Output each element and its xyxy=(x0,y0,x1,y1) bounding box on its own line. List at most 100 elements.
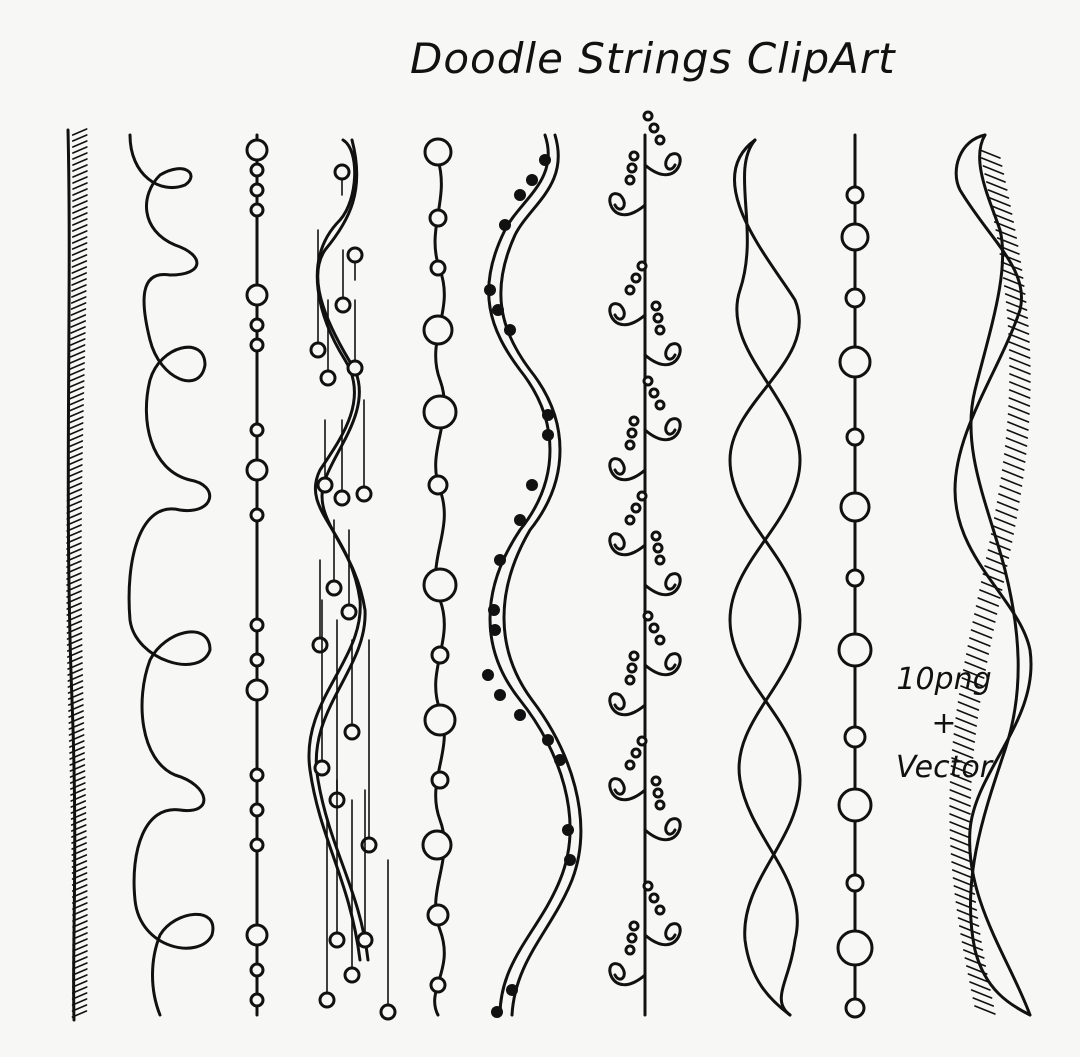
bead xyxy=(249,802,265,818)
hatch-line xyxy=(1005,301,1028,311)
hatch-line xyxy=(67,452,83,460)
hatch-line xyxy=(967,645,990,655)
hatch-line xyxy=(68,728,85,736)
hatch-line xyxy=(990,533,1013,543)
hatch-line xyxy=(71,254,88,262)
hatch-line xyxy=(960,933,982,943)
hatch-line xyxy=(69,764,86,772)
hatch-line xyxy=(71,986,88,994)
hatch-line xyxy=(72,908,88,916)
drop-circle xyxy=(346,246,364,264)
hatch-line xyxy=(992,213,1015,223)
hatch-line xyxy=(72,974,88,982)
hatch-line xyxy=(963,949,985,959)
hatch-line xyxy=(67,446,84,454)
hatch-line xyxy=(956,709,979,719)
hatch-line xyxy=(66,506,83,514)
hatch-line xyxy=(1007,413,1030,423)
hatch-line xyxy=(72,206,88,214)
dot xyxy=(506,984,518,996)
curl-dot xyxy=(648,387,660,399)
drop-circle xyxy=(355,485,373,503)
curl-dot xyxy=(628,650,640,662)
hatch-line xyxy=(71,290,87,298)
dot xyxy=(494,554,506,566)
curl-dot xyxy=(636,260,648,272)
hatch-line xyxy=(72,224,88,232)
badge-line-vector: Vector xyxy=(895,750,993,785)
hatch-line xyxy=(66,644,83,652)
hatch-line xyxy=(972,997,995,1007)
hatch-line xyxy=(66,482,83,490)
hatch-line xyxy=(67,464,83,472)
dot xyxy=(514,514,526,526)
hatch-line xyxy=(957,917,980,927)
curl xyxy=(608,692,647,717)
doodle-string-loops xyxy=(127,133,215,1017)
bead xyxy=(837,787,873,823)
curl-dot xyxy=(652,542,664,554)
bead xyxy=(245,283,269,307)
hatch-line xyxy=(72,176,88,184)
dot xyxy=(526,479,538,491)
hatch-line xyxy=(1001,469,1024,479)
doodle-string-twisted xyxy=(728,138,802,1017)
hatch-line xyxy=(975,605,998,615)
bead xyxy=(245,138,269,162)
hatch-line xyxy=(69,740,85,748)
bead xyxy=(249,422,265,438)
hatch-line xyxy=(72,962,88,970)
dot xyxy=(542,734,554,746)
hatch-line xyxy=(72,902,88,910)
hatch-line xyxy=(69,350,86,358)
hatch-line xyxy=(72,188,88,196)
hatch-line xyxy=(72,212,88,220)
hatch-line xyxy=(72,914,88,922)
hatch-line xyxy=(995,509,1017,519)
hatch-line xyxy=(949,797,971,807)
hatch-line xyxy=(71,1010,88,1018)
bead xyxy=(426,903,450,927)
hatch-line xyxy=(66,584,82,592)
bead xyxy=(422,567,458,603)
bead xyxy=(836,929,874,967)
hatch-line xyxy=(70,782,86,790)
bead xyxy=(249,162,265,178)
hatch-line xyxy=(958,693,981,703)
curl-dot xyxy=(650,530,662,542)
hatch-line xyxy=(998,245,1020,255)
hatch-line xyxy=(1008,341,1031,351)
dot xyxy=(564,854,576,866)
hatch-line xyxy=(71,236,88,244)
dot xyxy=(488,604,500,616)
hatch-line xyxy=(72,896,88,904)
bead xyxy=(840,222,870,252)
hatch-line xyxy=(66,494,83,502)
hatch-line xyxy=(72,944,88,952)
dot xyxy=(482,669,494,681)
hatch-line xyxy=(996,237,1019,247)
hatch-line xyxy=(67,656,83,664)
hatch-line xyxy=(990,205,1013,215)
hatch-line xyxy=(949,829,972,839)
hatch-line xyxy=(67,434,84,442)
hatch-line xyxy=(71,848,88,856)
curl-dot xyxy=(636,490,648,502)
hatch-line xyxy=(71,854,88,862)
curl xyxy=(643,922,682,947)
curl-dot xyxy=(630,747,642,759)
hatch-line xyxy=(1008,397,1031,407)
hatch-line xyxy=(66,572,82,580)
drop-circle xyxy=(379,1003,397,1021)
hatch-line xyxy=(71,878,88,886)
hatch-line xyxy=(67,686,84,694)
hatch-line xyxy=(69,374,85,382)
hatch-line xyxy=(71,248,88,256)
hatch-line xyxy=(66,560,82,568)
bead xyxy=(429,976,447,994)
dot xyxy=(491,1006,503,1018)
drop-circle xyxy=(343,723,361,741)
dot xyxy=(484,284,496,296)
bead xyxy=(423,703,457,737)
